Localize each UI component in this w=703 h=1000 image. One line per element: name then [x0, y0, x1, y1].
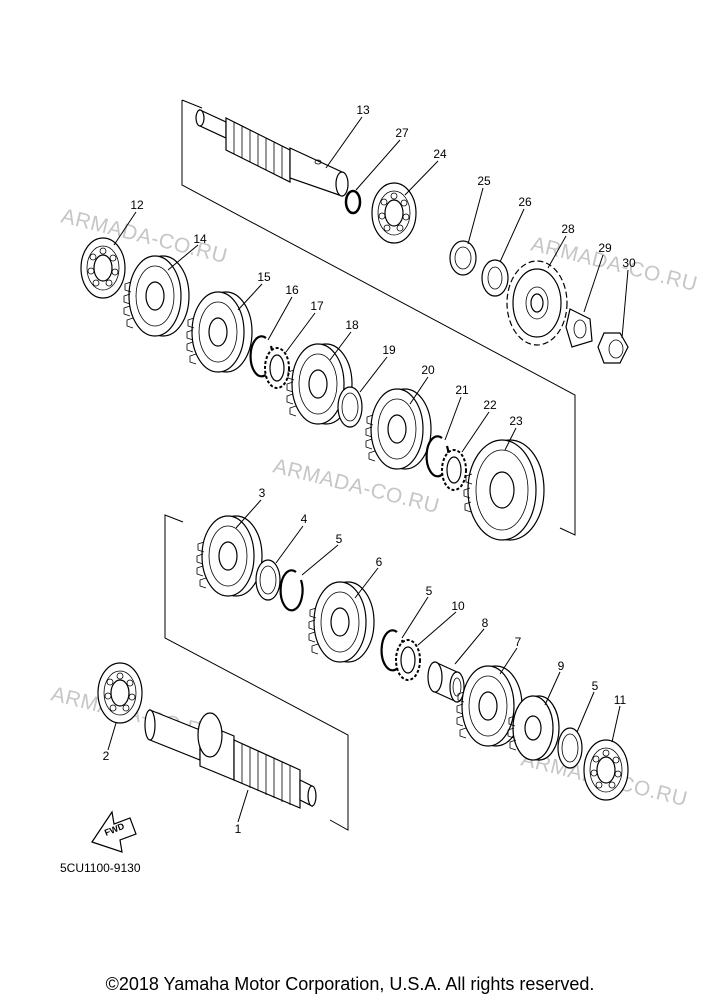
lock-washer-part-29	[565, 308, 593, 348]
callout-28: 28	[561, 222, 575, 236]
callout-5: 5	[592, 679, 599, 693]
bearing-part-24	[371, 182, 417, 244]
drive-axle-frame	[164, 514, 349, 831]
callout-5: 5	[426, 584, 433, 598]
leader-lines	[107, 116, 629, 823]
callout-2: 2	[103, 749, 110, 763]
collar-part-25	[449, 240, 477, 276]
gear-part-23	[463, 439, 545, 541]
gear-part-6	[308, 581, 375, 663]
main-axle-part-13	[195, 109, 349, 197]
gear-part-15	[186, 291, 253, 373]
bearing-part-2	[97, 662, 143, 724]
callout-6: 6	[376, 555, 383, 569]
callout-7: 7	[515, 635, 522, 649]
callout-12: 12	[130, 198, 144, 212]
callout-1: 1	[235, 822, 242, 836]
bushing-part-8	[427, 661, 465, 703]
o-ring-part-27	[344, 189, 362, 215]
circlip-part-5	[279, 569, 304, 612]
circlip-part-5	[557, 727, 583, 769]
callout-11: 11	[614, 693, 627, 707]
callout-24: 24	[433, 147, 447, 161]
callout-26: 26	[518, 195, 532, 209]
callout-9: 9	[558, 659, 565, 673]
callout-16: 16	[285, 283, 299, 297]
callout-30: 30	[622, 256, 636, 270]
callouts: 13 27 24 25 26 28 29 30 12 14 15 16 17 1…	[103, 103, 636, 836]
callout-4: 4	[301, 512, 308, 526]
washer-part-17	[264, 347, 290, 389]
copyright-notice: ©2018 Yamaha Motor Corporation, U.S.A. A…	[106, 974, 595, 994]
callout-22: 22	[483, 398, 497, 412]
drive-axle-part-1	[144, 709, 317, 809]
washer-part-22	[441, 449, 467, 491]
callout-21: 21	[455, 383, 469, 397]
gear-part-20	[365, 388, 432, 470]
callout-20: 20	[421, 363, 435, 377]
washer-part-10	[395, 639, 421, 681]
gear-part-3	[196, 515, 263, 597]
callout-13: 13	[356, 103, 370, 117]
fwd-arrow-icon: FWD	[91, 810, 137, 853]
callout-19: 19	[382, 343, 396, 357]
diagram-code: 5CU1100-9130	[60, 861, 141, 875]
nut-part-30	[597, 332, 629, 364]
callout-8: 8	[482, 616, 489, 630]
callout-15: 15	[257, 270, 271, 284]
gear-part-14	[123, 255, 190, 337]
callout-5: 5	[336, 532, 343, 546]
callout-10: 10	[451, 599, 465, 613]
washer-part-4	[255, 559, 281, 601]
callout-18: 18	[345, 318, 359, 332]
callout-23: 23	[509, 414, 523, 428]
bearing-part-12	[80, 237, 126, 299]
callout-3: 3	[259, 486, 266, 500]
gear-part-7	[456, 665, 523, 747]
washer-part-19	[337, 386, 363, 428]
callout-29: 29	[598, 241, 612, 255]
bearing-part-11	[583, 739, 629, 801]
spacer-part-26	[481, 259, 509, 297]
gear-part-9	[507, 695, 560, 761]
callout-27: 27	[395, 126, 409, 140]
callout-25: 25	[477, 174, 491, 188]
callout-14: 14	[193, 232, 207, 246]
main-shaft-frame	[181, 99, 576, 536]
callout-17: 17	[310, 299, 324, 313]
sprocket-part-28	[506, 260, 568, 346]
